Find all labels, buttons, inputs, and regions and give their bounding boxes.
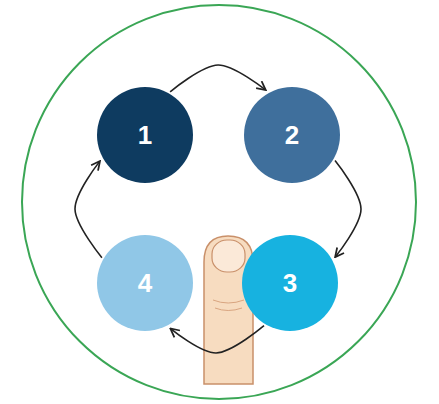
step-circle: 2 [244, 87, 340, 183]
outer-ring [22, 5, 416, 399]
step-number: 1 [138, 122, 152, 148]
step-circle: 3 [242, 235, 338, 331]
step-number: 2 [285, 122, 299, 148]
step-circle: 1 [97, 87, 193, 183]
finger-illustration [204, 236, 253, 384]
fingernail [212, 240, 245, 272]
cycle-arrow [170, 65, 265, 92]
knuckle-crease [213, 300, 244, 303]
cycle-arrow [335, 161, 361, 257]
step-number: 3 [283, 270, 297, 296]
finger [204, 236, 253, 384]
cycle-arrow [75, 162, 102, 258]
cycle-arrow [171, 326, 264, 353]
step-circle: 4 [97, 235, 193, 331]
step-number: 4 [138, 270, 152, 296]
knuckle-crease [215, 308, 242, 311]
